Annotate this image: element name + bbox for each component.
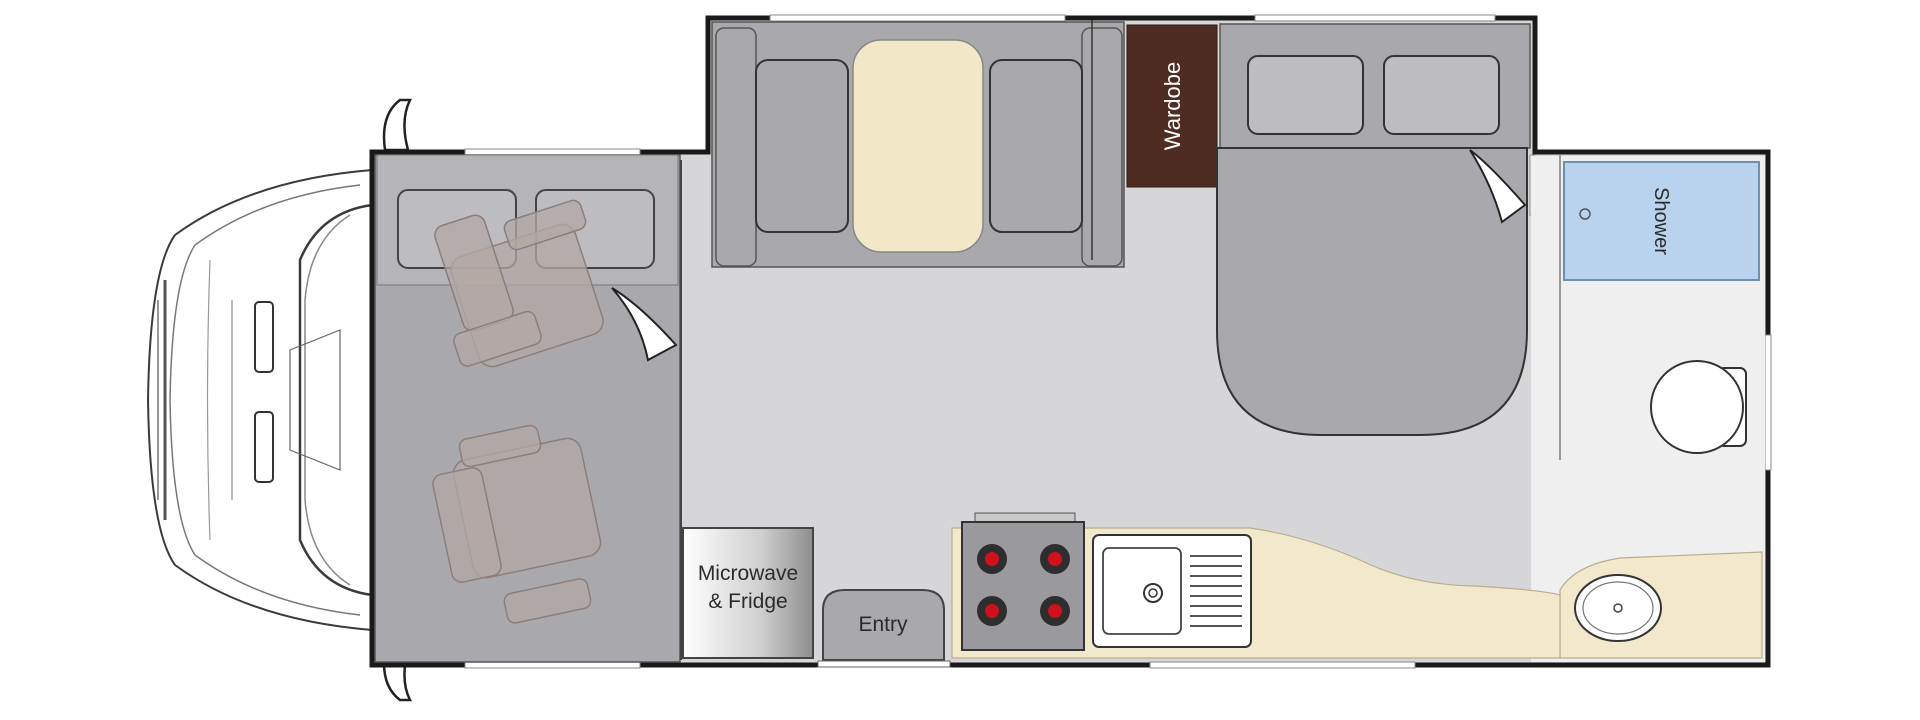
entry-label: Entry: [858, 613, 908, 636]
entry-door: [817, 660, 951, 668]
wardrobe: [1126, 24, 1218, 188]
pillow-left: [1247, 55, 1364, 135]
dinette-seat-right: [989, 59, 1083, 233]
bathroom-basin: [1574, 574, 1662, 642]
dinette-table: [852, 39, 984, 253]
dinette-backrest-left: [715, 27, 757, 267]
cab-seat-passenger: [434, 199, 604, 368]
dinette-backrest-right: [1081, 27, 1123, 267]
dinette-seat-left: [755, 59, 849, 233]
shower: [1563, 161, 1760, 281]
bed-corner-fold: [1469, 149, 1527, 224]
windows: [464, 14, 1772, 669]
wardrobe-label: Wardobe: [1160, 62, 1185, 150]
front-bed-corner-fold: [611, 287, 678, 362]
pillow-right: [1383, 55, 1500, 135]
island-bed: [1216, 147, 1528, 436]
microwave-fridge: [682, 527, 814, 659]
vehicle-cab: [146, 98, 413, 702]
toilet: [1650, 360, 1747, 454]
kitchen-sink: [1092, 534, 1252, 648]
cab-seat-driver: [432, 424, 602, 624]
microwave-label-line2: & Fridge: [708, 590, 787, 613]
entry-step: [822, 589, 945, 661]
microwave-label-line1: Microwave: [698, 562, 798, 585]
cooktop: [961, 512, 1085, 651]
shower-label: Shower: [1650, 187, 1672, 255]
